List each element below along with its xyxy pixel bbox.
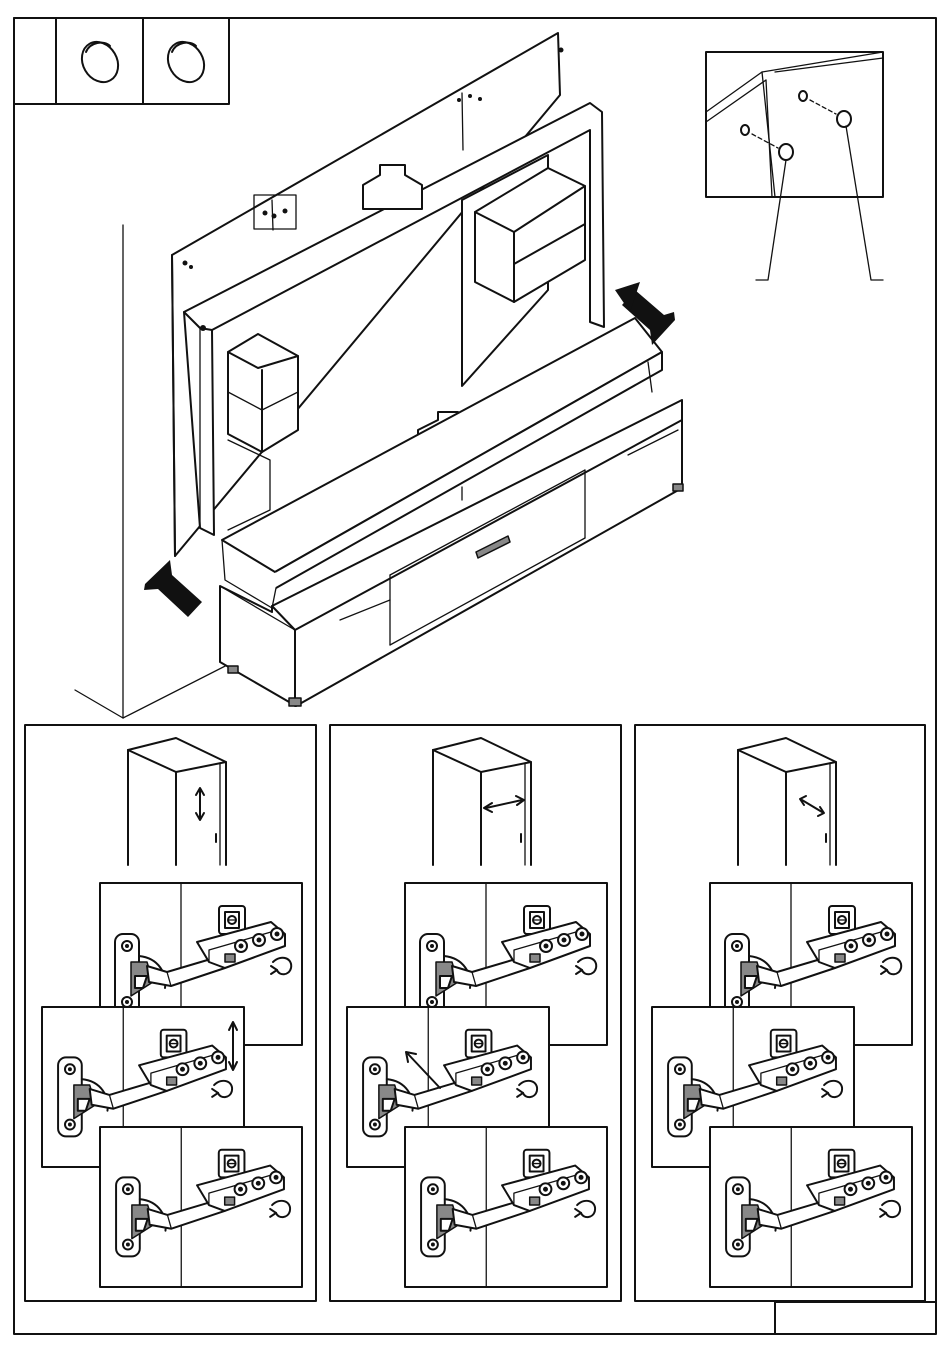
cover-cap-icon (75, 35, 125, 88)
diagonal-arrow-icon (800, 796, 824, 816)
vertical-arrow-icon (196, 788, 204, 820)
hinge-panel-1 (25, 725, 316, 1301)
cover-cap-icon (161, 35, 211, 88)
hinge-panel-2 (330, 725, 621, 1301)
horizontal-arrow-icon (484, 796, 524, 812)
parts-table (14, 18, 229, 104)
cover-cap-detail-inset (706, 52, 883, 280)
tv-wall-unit-illustration (75, 33, 683, 718)
hinge-panel-3 (635, 725, 925, 1301)
